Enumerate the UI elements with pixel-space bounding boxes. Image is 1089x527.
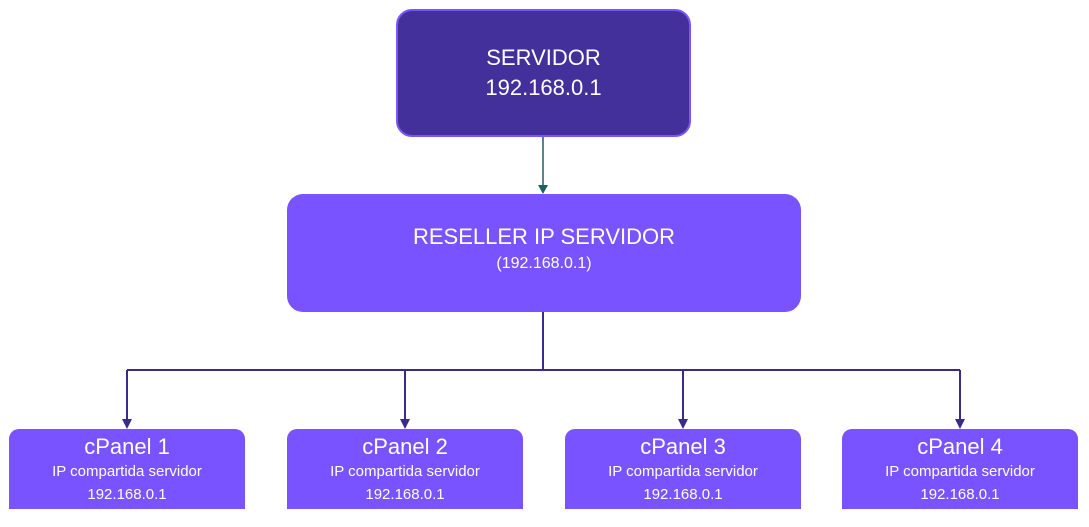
server-ip: 192.168.0.1 <box>485 75 602 100</box>
reseller-title: RESELLER IP SERVIDOR <box>412 224 676 249</box>
cpanel-node-1: cPanel 1 IP compartida servidor 192.168.… <box>9 429 245 509</box>
server-node: SERVIDOR 192.168.0.1 <box>396 9 691 137</box>
cpanel-title: cPanel 4 <box>917 434 1003 459</box>
cpanel-node-4: cPanel 4 IP compartida servidor 192.168.… <box>842 429 1078 509</box>
cpanel-title: cPanel 2 <box>362 434 448 459</box>
branch-arrowhead-cpanel-1 <box>122 419 132 429</box>
cpanel-ip: 192.168.0.1 <box>365 486 445 503</box>
branch-arrowhead-cpanel-4 <box>955 419 965 429</box>
cpanel-subtitle: IP compartida servidor <box>885 463 1035 480</box>
cpanel-ip: 192.168.0.1 <box>87 486 167 503</box>
server-title: SERVIDOR <box>486 45 601 70</box>
branch-arrowhead-cpanel-3 <box>678 419 688 429</box>
cpanel-subtitle: IP compartida servidor <box>330 463 480 480</box>
reseller-node: RESELLER IP SERVIDOR (192.168.0.1) <box>287 194 801 312</box>
server-to-reseller-arrowhead <box>538 185 548 194</box>
branch-arrowhead-cpanel-2 <box>400 419 410 429</box>
cpanel-ip: 192.168.0.1 <box>920 486 1000 503</box>
cpanel-title: cPanel 1 <box>84 434 170 459</box>
cpanel-node-3: cPanel 3 IP compartida servidor 192.168.… <box>565 429 801 509</box>
cpanel-title: cPanel 3 <box>640 434 726 459</box>
cpanel-ip: 192.168.0.1 <box>643 486 723 503</box>
cpanel-subtitle: IP compartida servidor <box>52 463 202 480</box>
reseller-ip: (192.168.0.1) <box>496 255 592 272</box>
cpanel-node-2: cPanel 2 IP compartida servidor 192.168.… <box>287 429 523 509</box>
cpanel-subtitle: IP compartida servidor <box>608 463 758 480</box>
